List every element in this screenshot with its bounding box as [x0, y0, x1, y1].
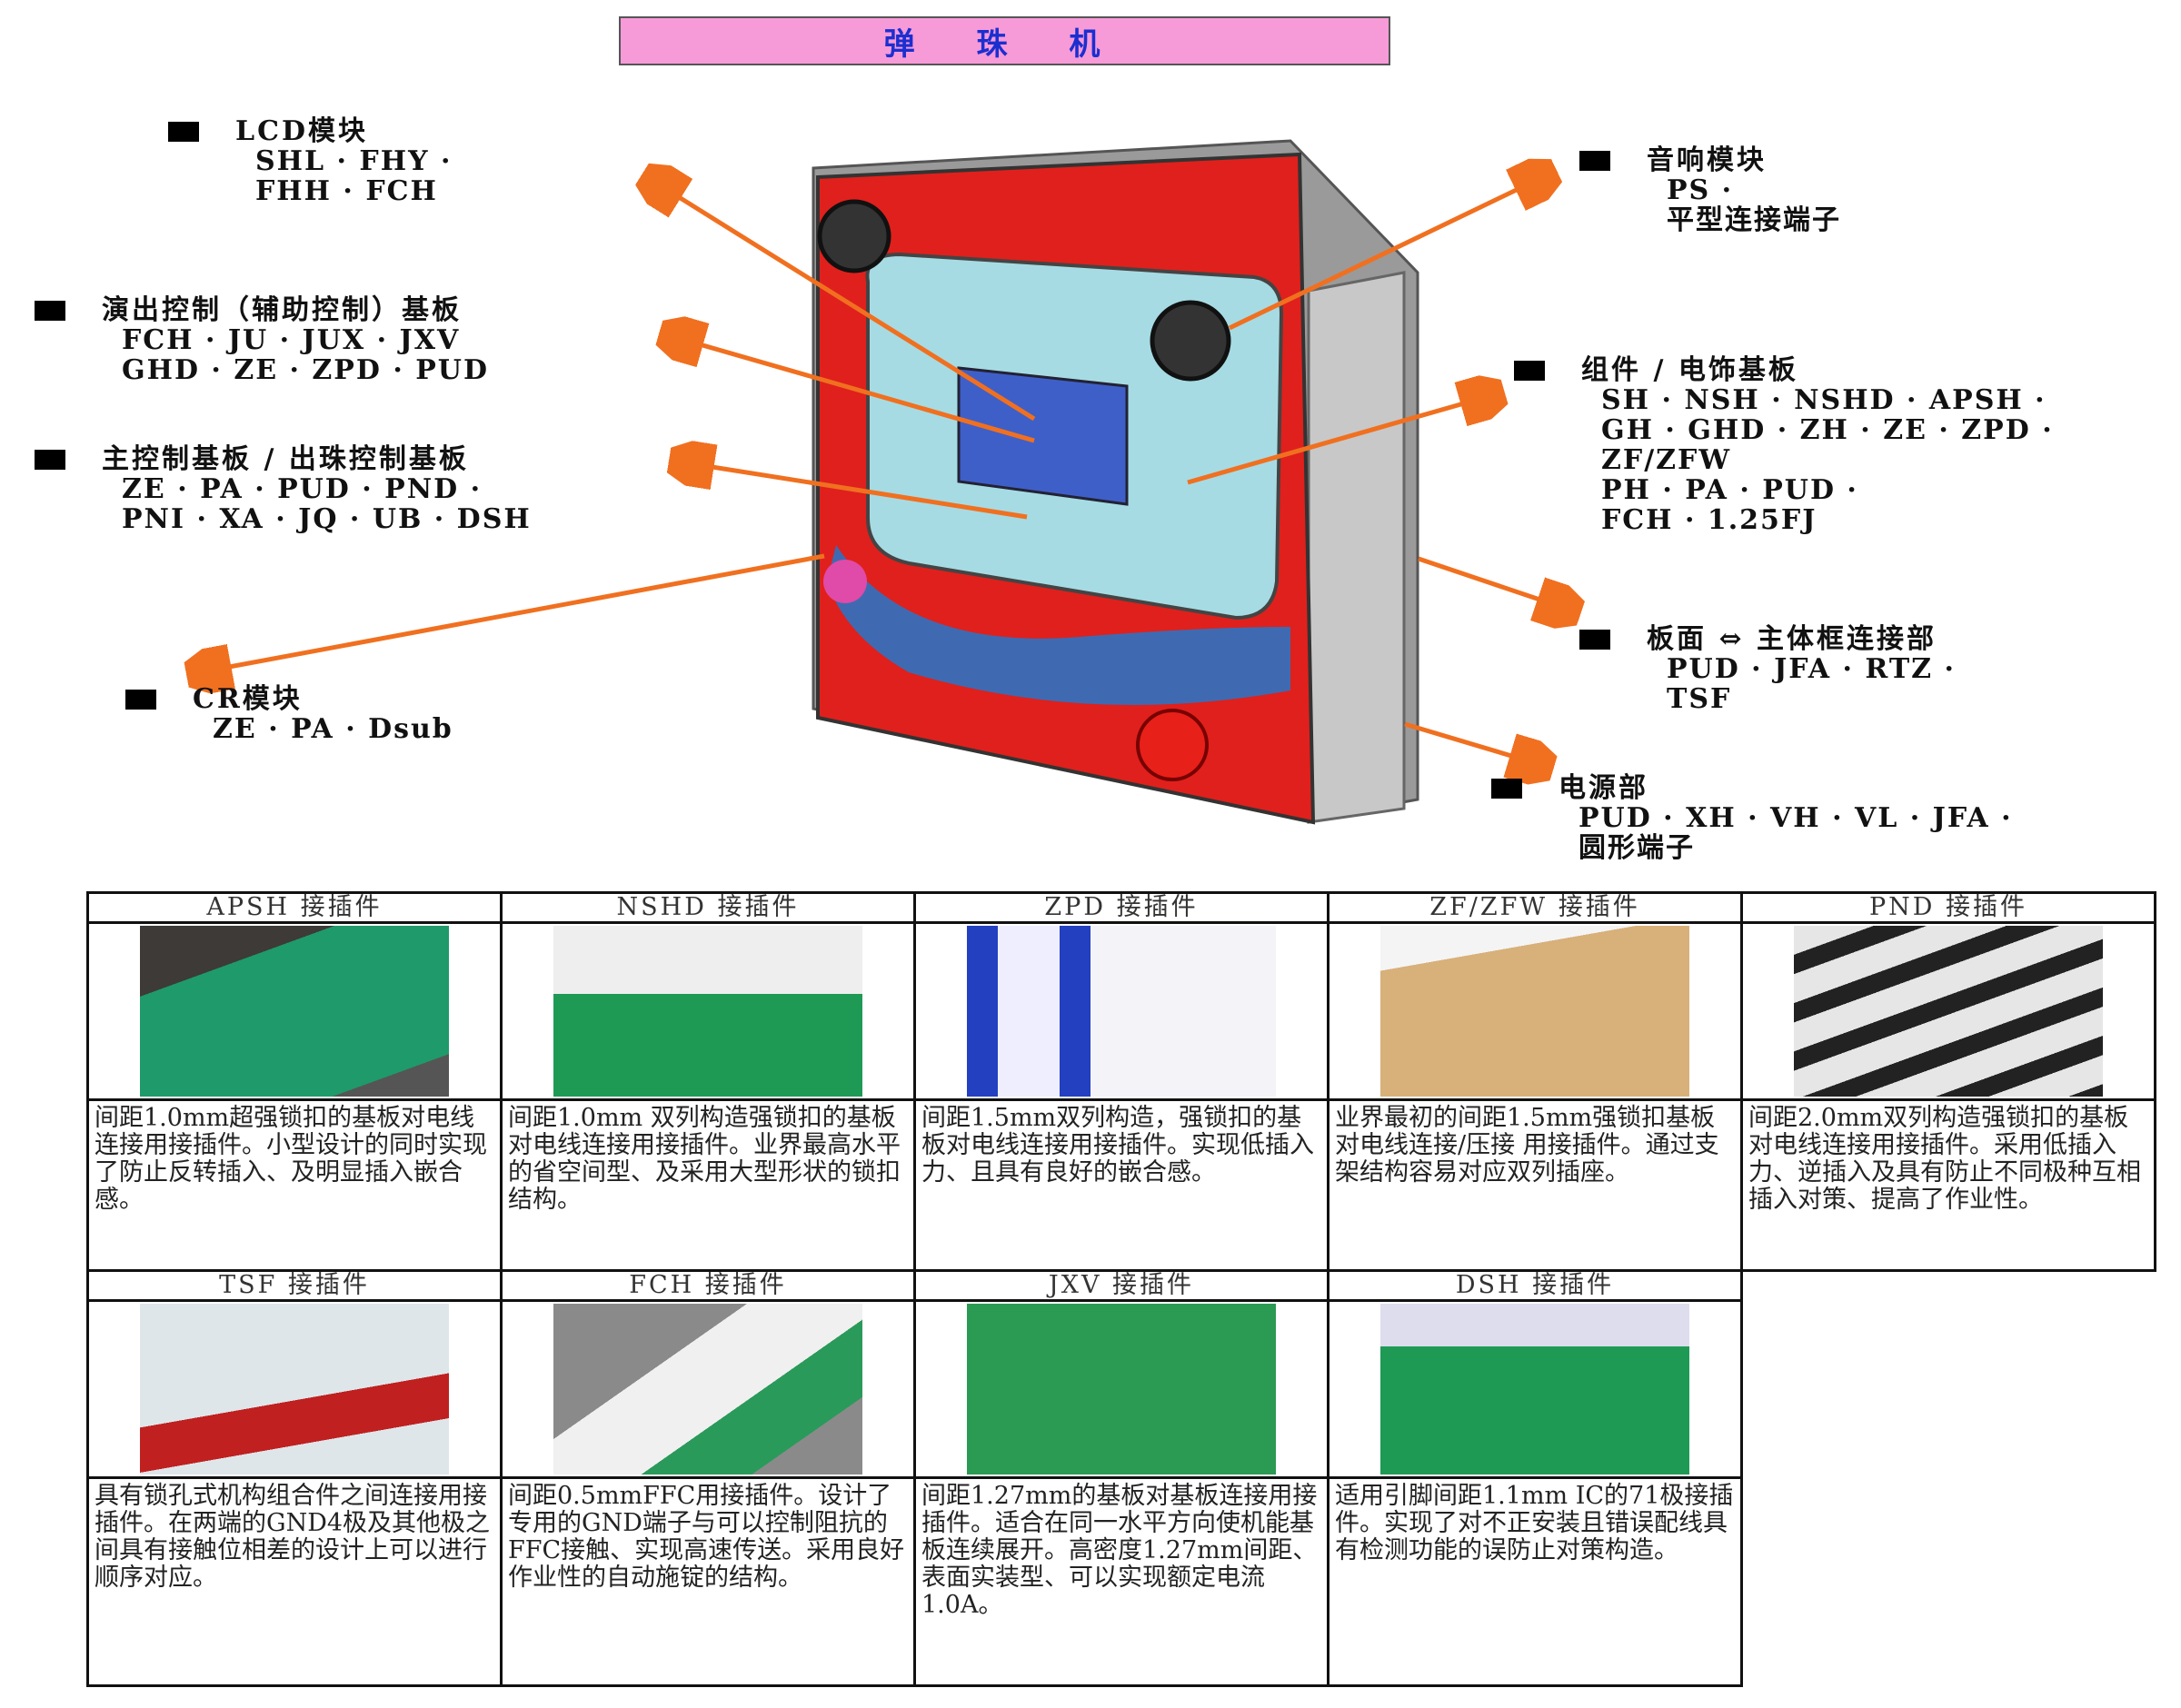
connector-name: ZPD 接插件 [916, 894, 1327, 924]
arrow-power [1404, 721, 1545, 766]
connector-photo [140, 1304, 449, 1475]
arrow-lcd [650, 179, 1036, 422]
label-line: SH · NSH · NSHD · APSH · [1601, 384, 2047, 416]
bullet-icon [1579, 629, 1610, 650]
pachinko-machine-illustration [812, 139, 1419, 825]
label-heading: CR模块 [193, 683, 303, 715]
label-line: PH · PA · PUD · [1601, 474, 1858, 506]
label-line: 圆形端子 [1578, 832, 1695, 864]
label-line: ZE · PA · Dsub [213, 713, 453, 745]
connector-photo [553, 1304, 862, 1475]
page-title: 弹 珠 机 [619, 16, 1390, 65]
connector-cell-dsh: DSH 接插件适用引脚间距1.1mm IC的71极接插件。实现了对不正安装且错误… [1327, 1269, 1743, 1687]
label-line: FCH · 1.25FJ [1601, 504, 1818, 536]
bullet-icon [168, 121, 199, 142]
label-line: PUD · XH · VH · VL · JFA · [1578, 802, 2013, 834]
connector-photo [967, 926, 1276, 1097]
label-heading: 演出控制（辅助控制）基板 [102, 294, 462, 326]
connector-description: 具有锁孔式机构组合件之间连接用接插件。在两端的GND4极及其他极之间具有接触位相… [95, 1482, 491, 1592]
arrow-cr [195, 553, 825, 673]
label-line: FHH · FCH [255, 175, 438, 207]
label-heading: 板面 ⇔ 主体框连接部 [1647, 623, 1937, 655]
callout-arrows [195, 174, 1572, 766]
connector-description: 业界最初的间距1.5mm强锁扣基板对电线连接/压接 用接插件。通过支架结构容易对… [1335, 1104, 1719, 1187]
arrow-main [678, 462, 1028, 520]
connector-photo [553, 926, 862, 1097]
connector-name: ZF/ZFW 接插件 [1330, 894, 1740, 924]
connector-photo [1794, 926, 2103, 1097]
label-heading: 电源部 [1559, 772, 1648, 804]
label-line: ZF/ZFW [1601, 444, 1732, 476]
bullet-icon [35, 300, 65, 321]
bullet-icon [125, 689, 156, 710]
connector-photo [140, 926, 449, 1097]
connector-photo [967, 1304, 1276, 1475]
connector-cell-tsf: TSF 接插件具有锁孔式机构组合件之间连接用接插件。在两端的GND4极及其他极之… [86, 1269, 503, 1687]
connector-description: 间距2.0mm双列构造强锁扣的基板对电线连接用接插件。采用低插入力、逆插入及具有… [1748, 1104, 2141, 1214]
arrow-effect [668, 335, 1035, 443]
label-cr: CR模块 ZE · PA · Dsub [125, 684, 453, 744]
label-line: FCH · JU · JUX · JXV [122, 324, 461, 356]
connector-cell-fch: FCH 接插件间距0.5mmFFC用接插件。设计了专用的GND端子与可以控制阻抗… [500, 1269, 916, 1687]
connector-description: 适用引脚间距1.1mm IC的71极接插件。实现了对不正安装且错误配线具有检测功… [1335, 1482, 1734, 1564]
label-line: PUD · JFA · RTZ · [1667, 653, 1956, 685]
connector-name: JXV 接插件 [916, 1272, 1327, 1302]
connector-name: PND 接插件 [1743, 894, 2154, 924]
label-line: PS · [1667, 174, 1734, 206]
connector-table: APSH 接插件间距1.0mm超强锁扣的基板对电线连接用接插件。小型设计的同时实… [86, 891, 2156, 1687]
arrow-panel [1418, 556, 1572, 611]
connector-description: 间距1.0mm 双列构造强锁扣的基板对电线连接用接插件。业界最高水平的省空间型、… [508, 1104, 901, 1214]
label-line: GHD · ZE · ZPD · PUD [122, 354, 489, 386]
bullet-icon [1491, 778, 1522, 799]
label-heading: LCD模块 [235, 115, 368, 147]
connector-cell-jxv: JXV 接插件间距1.27mm的基板对基板连接用接插件。适合在同一水平方向使机能… [913, 1269, 1330, 1687]
label-power: 电源部 PUD · XH · VH · VL · JFA · 圆形端子 [1491, 773, 2013, 863]
connector-cell-nshd: NSHD 接插件间距1.0mm 双列构造强锁扣的基板对电线连接用接插件。业界最高… [500, 891, 916, 1272]
label-sound: 音响模块 PS · 平型连接端子 [1579, 145, 1841, 235]
connector-name: APSH 接插件 [89, 894, 500, 924]
connector-name: FCH 接插件 [503, 1272, 913, 1302]
label-assembly: 组件 / 电饰基板 SH · NSH · NSHD · APSH · GH · … [1514, 355, 2054, 535]
label-main: 主控制基板 / 出珠控制基板 ZE · PA · PUD · PND · PNI… [35, 444, 532, 534]
label-heading: 音响模块 [1647, 144, 1767, 176]
connector-cell-apsh: APSH 接插件间距1.0mm超强锁扣的基板对电线连接用接插件。小型设计的同时实… [86, 891, 503, 1272]
connector-description: 间距1.5mm双列构造，强锁扣的基板对电线连接用接插件。实现低插入力、且具有良好… [921, 1104, 1314, 1187]
connector-photo [1380, 1304, 1689, 1475]
arrow-sound [1228, 174, 1549, 331]
label-heading: 组件 / 电饰基板 [1581, 354, 1798, 386]
empty-cell [1742, 1271, 2156, 1686]
connector-description: 间距1.0mm超强锁扣的基板对电线连接用接插件。小型设计的同时实现了防止反转插入… [95, 1104, 487, 1214]
label-line: GH · GHD · ZH · ZE · ZPD · [1601, 414, 2054, 446]
connector-cell-zpd: ZPD 接插件间距1.5mm双列构造，强锁扣的基板对电线连接用接插件。实现低插入… [913, 891, 1330, 1272]
label-heading: 主控制基板 / 出珠控制基板 [102, 443, 469, 475]
arrow-assembly [1187, 394, 1496, 485]
label-effect: 演出控制（辅助控制）基板 FCH · JU · JUX · JXV GHD · … [35, 295, 489, 385]
connector-name: TSF 接插件 [89, 1272, 500, 1302]
label-line: SHL · FHY · [255, 145, 453, 177]
label-lcd: LCD模块 SHL · FHY · FHH · FCH [168, 116, 452, 206]
connector-photo [1380, 926, 1689, 1097]
connector-cell-zfzfw: ZF/ZFW 接插件业界最初的间距1.5mm强锁扣基板对电线连接/压接 用接插件… [1327, 891, 1743, 1272]
label-line: ZE · PA · PUD · PND · [122, 473, 483, 505]
bullet-icon [1579, 150, 1610, 171]
connector-description: 间距1.27mm的基板对基板连接用接插件。适合在同一水平方向使机能基板连续展开。… [921, 1482, 1318, 1619]
bullet-icon [1514, 360, 1545, 381]
connector-name: DSH 接插件 [1330, 1272, 1740, 1302]
label-line: TSF [1667, 683, 1732, 715]
label-line: 平型连接端子 [1667, 204, 1841, 236]
label-panel: 板面 ⇔ 主体框连接部 PUD · JFA · RTZ · TSF [1579, 624, 1956, 714]
bullet-icon [35, 449, 65, 470]
connector-description: 间距0.5mmFFC用接插件。设计了专用的GND端子与可以控制阻抗的FFC接触、… [508, 1482, 905, 1592]
label-line: PNI · XA · JQ · UB · DSH [122, 503, 532, 535]
connector-name: NSHD 接插件 [503, 894, 913, 924]
connector-cell-pnd: PND 接插件间距2.0mm双列构造强锁扣的基板对电线连接用接插件。采用低插入力… [1740, 891, 2156, 1272]
